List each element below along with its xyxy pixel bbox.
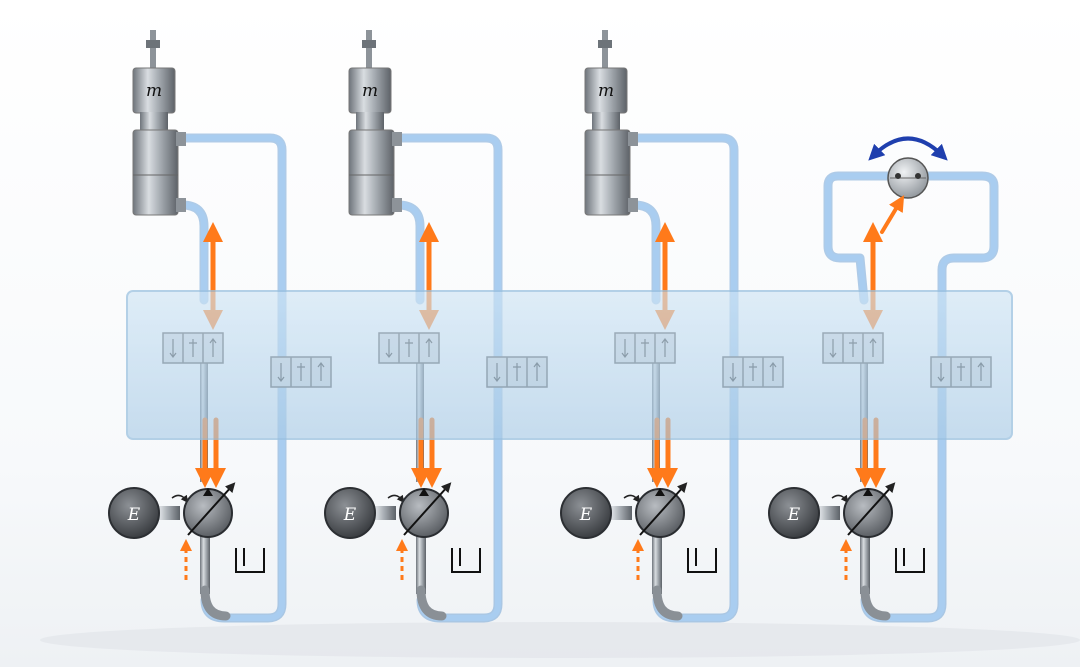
- motor-icon: E: [324, 487, 405, 539]
- pump-icon: [183, 482, 236, 538]
- elbow-fitting: [416, 585, 447, 621]
- motor-body: [560, 487, 612, 539]
- cylinder-port: [628, 198, 638, 212]
- rotary-actuator-icon: [868, 136, 948, 234]
- motor-label: E: [127, 505, 141, 525]
- cylinder-neck: [356, 112, 384, 132]
- motor-icon: E: [768, 487, 849, 539]
- mass-cylinder-icon: m: [584, 30, 638, 216]
- piston-rod: [150, 30, 156, 70]
- flow-arrow-diagonal: [880, 195, 905, 234]
- mass-label: m: [598, 81, 614, 101]
- cylinder-neck: [592, 112, 620, 132]
- cylinder-neck: [140, 112, 168, 132]
- rotation-indicator: [831, 494, 849, 503]
- unit-2: mE: [324, 30, 548, 623]
- manifold-block: [126, 290, 1013, 440]
- piston-rod: [602, 30, 608, 70]
- tank-icon: [235, 548, 265, 573]
- pump-direction-mark: [419, 488, 429, 496]
- rod-collar: [362, 40, 376, 48]
- motor-label: E: [579, 505, 593, 525]
- rod-collar: [146, 40, 160, 48]
- pump-direction-mark: [655, 488, 665, 496]
- pump-outlet-pipe: [416, 532, 426, 594]
- mass-cylinder-icon: m: [348, 30, 402, 216]
- mass-cylinder-icon: m: [132, 30, 186, 216]
- cylinder-port: [392, 198, 402, 212]
- pump-outlet-pipe: [860, 532, 870, 594]
- tank-icon: [895, 548, 925, 573]
- elbow-fitting: [200, 585, 231, 621]
- cylinder-port: [176, 132, 186, 146]
- cylinder-port: [176, 198, 186, 212]
- supply-line: [825, 173, 903, 303]
- variable-displacement-arrow: [639, 482, 688, 536]
- rotation-indicator: [387, 494, 405, 503]
- motor-body: [768, 487, 820, 539]
- pump-icon: [635, 482, 688, 538]
- mass-label: m: [362, 81, 378, 101]
- pump-direction-mark: [863, 488, 873, 496]
- variable-displacement-arrow: [187, 482, 236, 536]
- cylinder-port: [628, 132, 638, 146]
- piston-rod: [366, 30, 372, 70]
- motor-label: E: [343, 505, 357, 525]
- tank-icon: [687, 548, 717, 573]
- rotary-port: [895, 173, 901, 179]
- pump-direction-mark: [203, 488, 213, 496]
- rotary-port: [915, 173, 921, 179]
- cylinder-body: [132, 129, 179, 216]
- variable-displacement-arrow: [847, 482, 896, 536]
- mass-label: m: [146, 81, 162, 101]
- tank-icon: [451, 548, 481, 573]
- pump-icon: [843, 482, 896, 538]
- variable-displacement-arrow: [403, 482, 452, 536]
- rod-collar: [598, 40, 612, 48]
- motor-body: [108, 487, 160, 539]
- motor-label: E: [787, 505, 801, 525]
- pump-outlet-pipe: [652, 532, 662, 594]
- cylinder-body: [584, 129, 631, 216]
- cylinder-port: [392, 132, 402, 146]
- pump-outlet-pipe: [200, 532, 210, 594]
- rotation-arrow: [868, 136, 948, 161]
- motor-icon: E: [560, 487, 641, 539]
- motor-icon: E: [108, 487, 189, 539]
- cylinder-body: [348, 129, 395, 216]
- pump-icon: [399, 482, 452, 538]
- floor-shadow: [40, 622, 1080, 658]
- motor-body: [324, 487, 376, 539]
- rotation-indicator: [623, 494, 641, 503]
- rotation-indicator: [171, 494, 189, 503]
- elbow-fitting: [860, 585, 891, 621]
- elbow-fitting: [652, 585, 683, 621]
